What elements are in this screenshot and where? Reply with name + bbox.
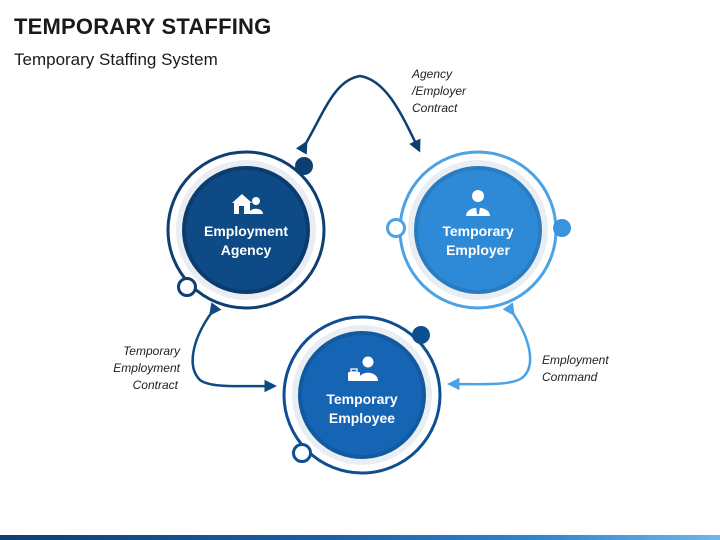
agency-ring-dot-filled [295,157,313,175]
agency-employee-label-line3: Contract [133,378,179,392]
employee-ring-dot-hollow [292,443,312,463]
agency-employer-label: Agency /Employer Contract [411,67,467,115]
house-person-icon [232,194,263,214]
employer-employee-label-line2: Command [542,370,598,384]
employee-ring-dot-filled [412,326,430,344]
agency-outer-ring [166,150,326,310]
agency-employee-connector [191,302,277,393]
employee-core [298,331,426,459]
page-title: TEMPORARY STAFFING [14,14,272,39]
agency-employer-label-line1: Agency [411,67,453,81]
agency-employee-label: Temporary Employment Contract [113,344,181,392]
footer-accent-bar [0,535,720,540]
employer-label-line1: Temporary [442,223,514,239]
agency-label-line1: Employment [204,223,288,239]
agency-ring-dot-hollow [177,277,197,297]
employee-node: Temporary Employee [282,315,442,475]
agency-node: Employment Agency [166,150,326,310]
employee-label-line2: Employee [329,410,395,426]
agency-core [182,166,310,294]
employer-employee-label: Employment Command [542,353,609,384]
agency-label-line2: Agency [221,242,272,258]
worker-briefcase-icon [348,356,378,381]
employer-node: Temporary Employer [386,150,571,310]
agency-employer-label-line3: Contract [412,101,458,115]
employer-ring-dot-filled [553,219,571,237]
page-subtitle: Temporary Staffing System [14,50,218,69]
businessman-icon [466,190,490,216]
agency-employer-connector [295,74,421,155]
agency-employer-label-line2: /Employer [411,84,467,98]
employee-outer-ring [282,315,442,475]
agency-employee-label-line2: Employment [113,361,180,375]
employee-label-line1: Temporary [326,391,398,407]
employer-core [414,166,542,294]
employer-employee-label-line1: Employment [542,353,609,367]
employer-employee-connector [447,302,532,391]
agency-employee-label-line1: Temporary [123,344,181,358]
employer-label-line2: Employer [446,242,510,258]
employer-ring-dot-hollow [386,218,406,238]
